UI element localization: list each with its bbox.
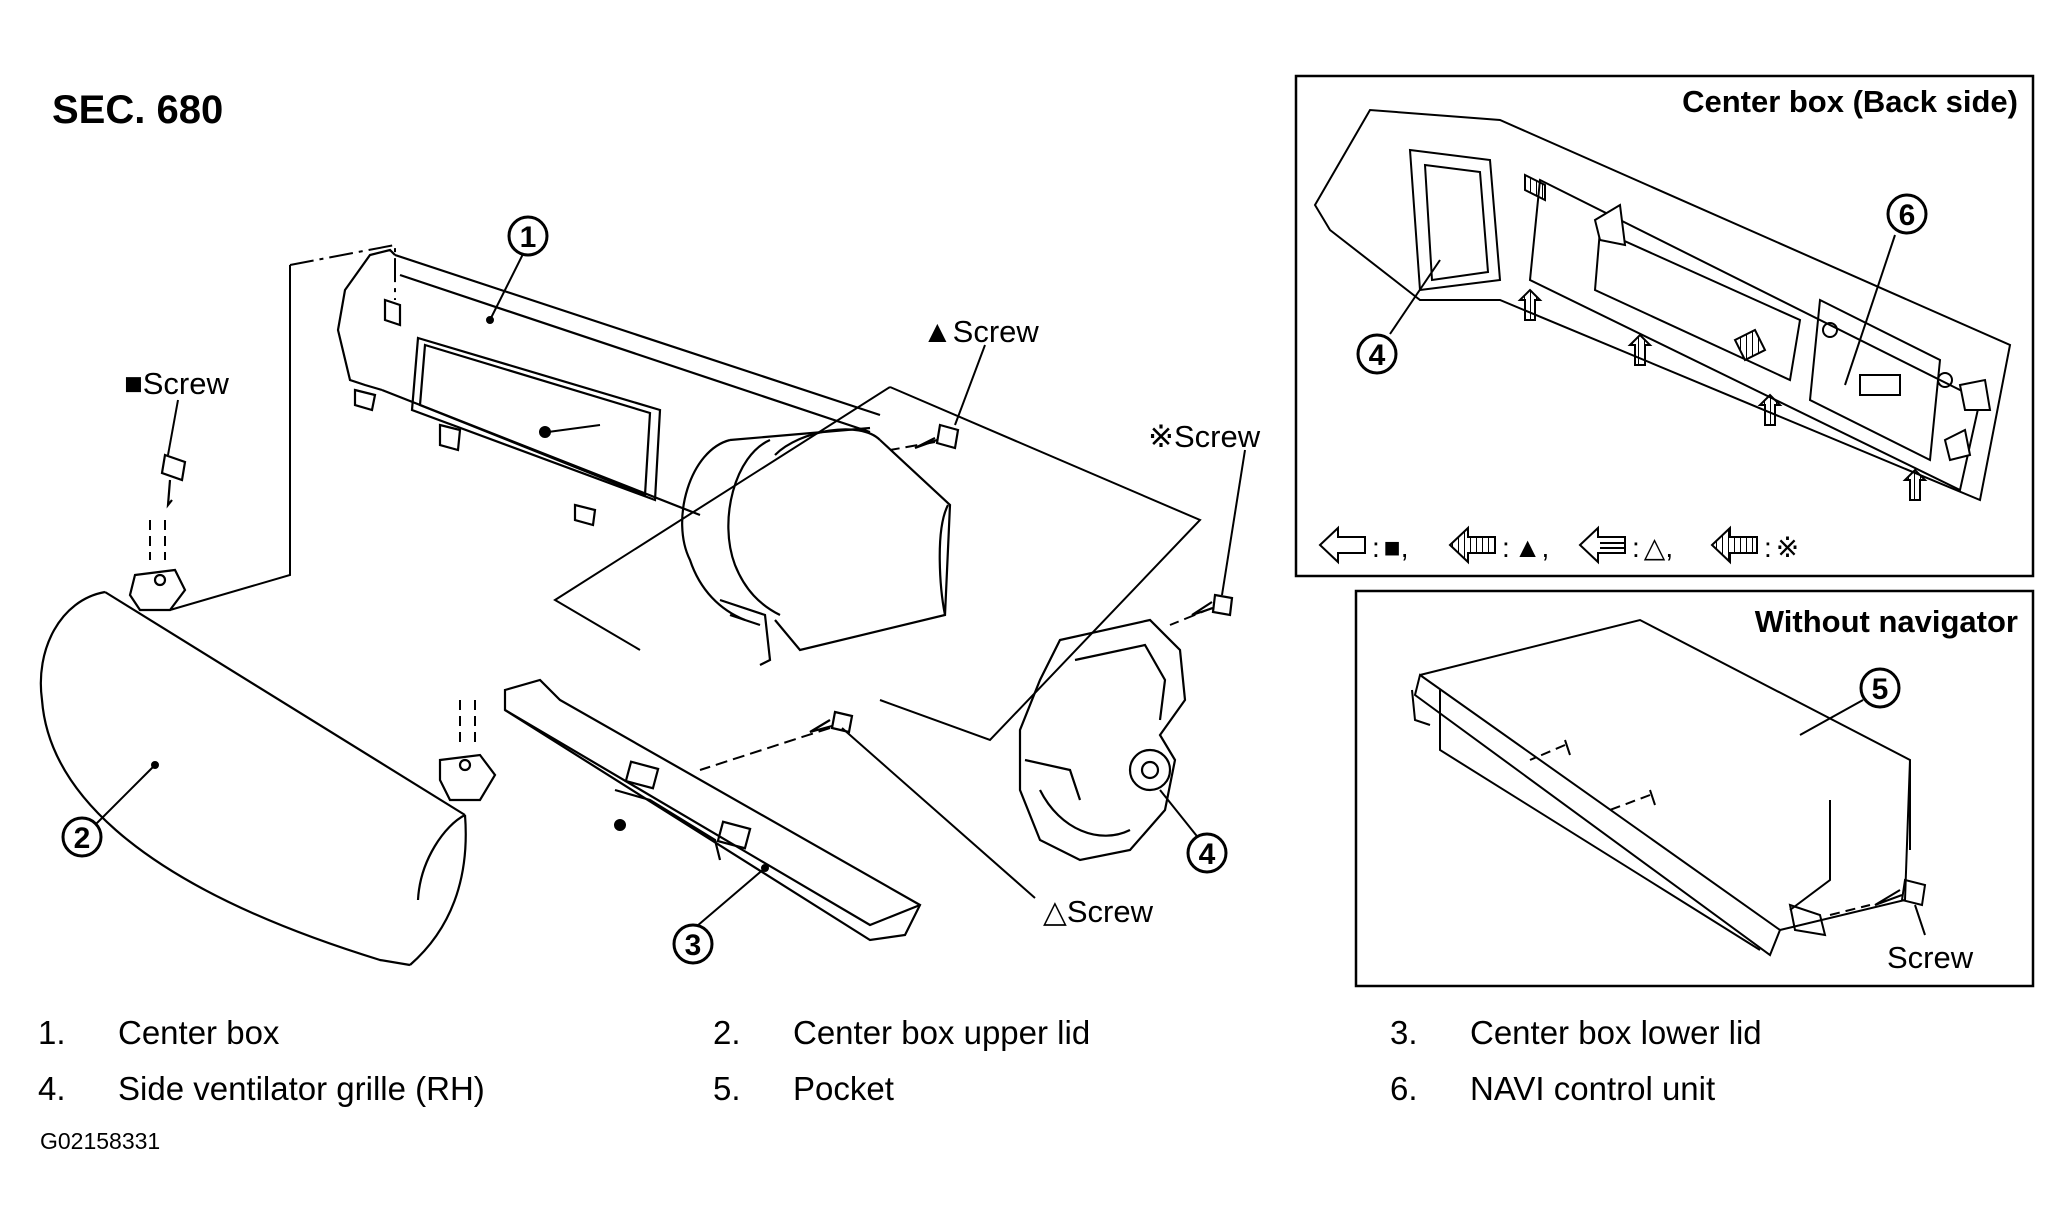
legend-hatched-arrow-ref: :※ xyxy=(1710,525,1799,565)
legend-num-5: 5. xyxy=(713,1070,741,1107)
nav-screw-shape xyxy=(1900,878,1927,907)
legend-striped-arrow-open-triangle: :△, xyxy=(1578,525,1673,565)
legend-open-arrow-square: :■, xyxy=(1318,525,1408,565)
svg-text::※: :※ xyxy=(1764,532,1799,563)
legend-num-3: 3. xyxy=(1390,1014,1418,1051)
upper-lid-drawing xyxy=(39,568,497,967)
ref-screw-shape xyxy=(1211,593,1234,617)
lower-lid-drawing xyxy=(503,678,922,942)
part-number-2: 2 xyxy=(61,816,103,858)
triangle-screw-shape xyxy=(935,423,960,450)
svg-text:2: 2 xyxy=(74,822,91,855)
legend-name-5: Pocket xyxy=(793,1070,894,1107)
legend-name-1: Center box xyxy=(118,1014,280,1051)
svg-text:6: 6 xyxy=(1899,199,1916,232)
open-triangle-screw-shape xyxy=(830,710,854,734)
legend-num-2: 2. xyxy=(713,1014,741,1051)
legend-lined-arrow-triangle: :▲, xyxy=(1448,525,1549,565)
inset-back-part-number-4: 4 xyxy=(1356,259,1441,375)
part-number-1: 1 xyxy=(507,215,549,257)
square-screw-label: ■Screw xyxy=(124,366,229,401)
legend-name-3: Center box lower lid xyxy=(1470,1014,1762,1051)
inset-nav-part-number-5: 5 xyxy=(1799,667,1901,736)
leader-lines xyxy=(89,243,1246,933)
open-triangle-screw-label: △Screw xyxy=(1043,894,1154,929)
legend-row-1: 1. Center box 2. Center box upper lid 3.… xyxy=(0,1014,2064,1054)
nav-screw-label: Screw xyxy=(1887,940,1974,975)
svg-text::■,: :■, xyxy=(1372,532,1408,563)
ref-screw-label: ※Screw xyxy=(1148,419,1261,454)
svg-text::▲,: :▲, xyxy=(1502,532,1549,563)
part-number-4: 4 xyxy=(1186,832,1228,874)
legend-row-2: 4. Side ventilator grille (RH) 5. Pocket… xyxy=(0,1070,2064,1110)
figure-code: G02158331 xyxy=(40,1128,161,1154)
legend-name-4: Side ventilator grille (RH) xyxy=(118,1070,485,1107)
part-number-3: 3 xyxy=(672,923,714,965)
square-screw-shape xyxy=(160,453,187,482)
svg-text:4: 4 xyxy=(1369,339,1386,372)
section-title: SEC. 680 xyxy=(52,88,223,132)
inset-without-navigator: Without navigator Screw 5 xyxy=(1354,589,2035,988)
inset-back-part-number-6: 6 xyxy=(1844,193,1928,386)
legend-name-6: NAVI control unit xyxy=(1470,1070,1716,1107)
legend-name-2: Center box upper lid xyxy=(793,1014,1091,1051)
inset-back-side: Center box (Back side) 4 xyxy=(1294,74,2035,578)
inset-back-title: Center box (Back side) xyxy=(1682,84,2018,119)
center-box-drawing xyxy=(336,248,952,666)
legend-num-1: 1. xyxy=(38,1014,66,1051)
svg-text:5: 5 xyxy=(1872,673,1889,706)
side-ventilator-drawing xyxy=(1018,618,1187,862)
svg-text:3: 3 xyxy=(685,929,702,962)
svg-text::△,: :△, xyxy=(1632,532,1673,563)
legend-num-6: 6. xyxy=(1390,1070,1418,1107)
svg-text:1: 1 xyxy=(520,221,537,254)
legend-num-4: 4. xyxy=(38,1070,66,1107)
inset-nav-title: Without navigator xyxy=(1755,604,2018,639)
triangle-screw-label: ▲Screw xyxy=(922,314,1039,349)
svg-text:4: 4 xyxy=(1199,838,1216,871)
inset-back-legend: :■, :▲, :△, :※ xyxy=(1318,525,1799,565)
